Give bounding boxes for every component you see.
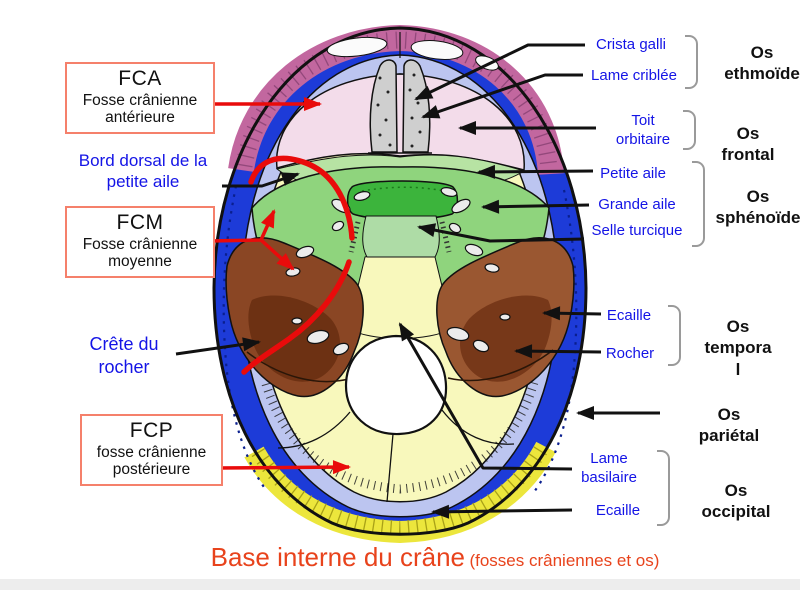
label-grande-aile: Grande aile: [598, 196, 676, 213]
label-os-frontal: Os frontal: [721, 124, 775, 165]
crista-galli: [368, 59, 432, 154]
arrow-bord-dorsal: [222, 172, 300, 188]
label-petite-aile: Petite aile: [600, 165, 666, 182]
arrow-fcp: [216, 460, 351, 475]
parietal-dots-right: [533, 189, 578, 493]
bottom-strip: [0, 579, 800, 590]
carotid-hatch-right: [439, 221, 452, 253]
title-sub: (fosses crâniennes et os): [469, 551, 660, 570]
bord-dorsal-red-line: [248, 155, 355, 241]
foramen-magnum: [344, 334, 448, 436]
occipital-crest-lines: [277, 409, 515, 503]
arrow-fcm-down: [259, 238, 295, 271]
skull-outline: [212, 26, 588, 536]
bracket-sphenoide: [692, 161, 705, 247]
crete-rocher-red-line: [241, 259, 352, 375]
bracket-occipital: [657, 450, 670, 526]
bracket-ethmoide: [685, 35, 698, 89]
label-crete-rocher: Crête du rocher: [89, 334, 159, 377]
label-ecaille-temporal: Ecaille: [606, 307, 652, 324]
label-selle-turcique: Selle turcique: [591, 222, 683, 239]
fca-box: FCA Fosse crânienne antérieure: [65, 62, 215, 134]
dorsum-sellae: [362, 215, 440, 258]
arrow-crista-galli: [414, 43, 585, 101]
inner-edge-hatching: [261, 380, 539, 494]
red-arrows: [208, 97, 351, 475]
fcm-abbr: FCM: [116, 211, 164, 234]
fcp-box: FCP fosse crânienne postérieure: [80, 414, 223, 486]
arrow-crete-rocher: [175, 337, 261, 356]
label-os-ethmoide: Os ethmoïde: [724, 43, 800, 84]
fcp-abbr: FCP: [129, 419, 174, 442]
label-os-temporal: Os tempora l: [704, 317, 772, 379]
frontal-sinuses: [326, 36, 499, 71]
fca-full-name: Fosse crânienne antérieure: [82, 92, 198, 127]
bracket-frontal: [683, 110, 696, 150]
petrous-right: [459, 295, 552, 382]
diagram-title: Base interne du crâne (fosses crâniennes…: [70, 542, 800, 573]
arrow-grande-aile: [481, 199, 590, 214]
fcm-full-name: Fosse crânienne moyenne: [82, 236, 198, 271]
label-bord-dorsal: Bord dorsal de la petite aile: [78, 151, 208, 192]
arrow-selle-turcique: [417, 223, 585, 243]
label-os-parietal: Os pariétal: [698, 405, 760, 446]
arrow-rocher: [514, 344, 602, 359]
arrow-lame-criblee: [421, 73, 583, 119]
label-toit-orbitaire: Toit orbitaire: [615, 112, 671, 148]
fcm-box: FCM Fosse crânienne moyenne: [65, 206, 215, 278]
fca-abbr: FCA: [118, 67, 162, 90]
occipital-rim-hatching: [251, 444, 549, 536]
label-ecaille-occipital: Ecaille: [595, 502, 641, 519]
label-lame-criblee: Lame criblée: [591, 67, 677, 84]
petrous-ridge-line-right: [447, 349, 554, 382]
arrow-ecaille-occipital: [431, 504, 573, 519]
arrow-ecaille-temporal: [542, 306, 602, 321]
arrow-lame-basilaire: [398, 322, 573, 471]
fcp-full-name: fosse crânienne postérieure: [96, 444, 207, 479]
black-arrows: [175, 43, 660, 519]
title-main: Base interne du crâne: [210, 542, 465, 572]
label-crista-galli: Crista galli: [595, 36, 667, 53]
label-os-occipital: Os occipital: [701, 481, 771, 522]
sella-hatch: [361, 186, 445, 192]
label-os-sphenoide: Os sphénoïde: [715, 187, 800, 228]
anterior-fossa-pink: [275, 73, 525, 171]
label-lame-basilaire: Lame basilaire: [581, 450, 637, 486]
bracket-temporal: [668, 305, 681, 366]
label-rocher: Rocher: [605, 345, 655, 362]
arrow-petite-aile: [477, 164, 594, 179]
